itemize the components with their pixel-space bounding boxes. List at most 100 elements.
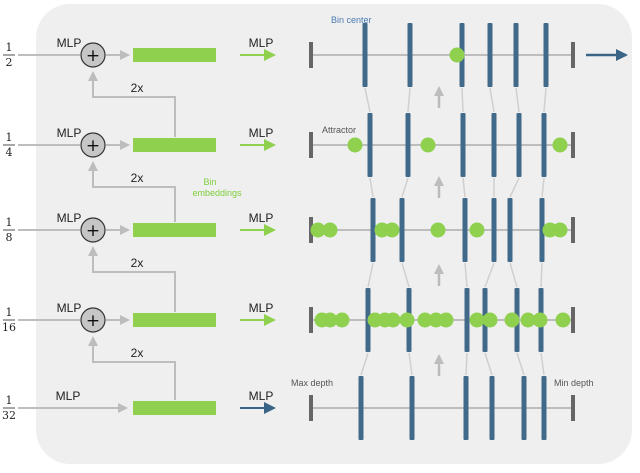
embedding-row: MLP+MLP xyxy=(18,126,276,158)
bin-trace-line xyxy=(461,87,464,113)
fraction-denominator: 2 xyxy=(6,56,13,69)
mlp-label: MLP xyxy=(57,301,82,315)
upsample-connector: 2x xyxy=(88,161,176,222)
bin-trace-line xyxy=(401,177,409,198)
embedding-row: MLP MLP xyxy=(18,389,276,415)
bin-center-bar xyxy=(407,23,413,87)
bin-trace-line xyxy=(364,87,371,113)
attractor-point xyxy=(532,312,548,328)
bin-trace-line xyxy=(407,87,411,113)
fraction-numerator: 1 xyxy=(6,131,13,144)
min-depth-cap xyxy=(571,307,575,333)
bin-row xyxy=(309,376,575,440)
bin-trace-line xyxy=(462,177,466,198)
bin-trace-line xyxy=(484,262,495,288)
mlp-label: MLP xyxy=(57,36,82,50)
bin-center-bar xyxy=(399,198,405,262)
embedding-row: MLP+MLP xyxy=(18,211,276,243)
bin-center-bar xyxy=(460,113,466,177)
bin-center-bar xyxy=(539,198,545,262)
attractor-point xyxy=(399,312,415,328)
attractor-point xyxy=(310,222,326,238)
upsample-label: 2x xyxy=(131,171,144,185)
plus-icon: + xyxy=(86,311,100,331)
upsample-label: 2x xyxy=(131,81,144,95)
bin-center-bar xyxy=(409,376,415,440)
bin-center-bar xyxy=(489,376,495,440)
bin-embeddings-label: embeddings xyxy=(192,188,242,198)
add-node xyxy=(80,42,106,68)
add-node xyxy=(80,132,106,158)
max-depth-label: Max depth xyxy=(291,378,333,388)
bin-row xyxy=(309,288,575,352)
min-depth-cap xyxy=(571,217,575,243)
bin-adjustment-panel xyxy=(309,23,628,440)
upsample-path xyxy=(88,71,176,137)
max-depth-cap xyxy=(309,307,313,333)
scale-fraction: 116 xyxy=(2,306,16,334)
attractor-point xyxy=(469,222,485,238)
bin-trace-line xyxy=(540,262,543,288)
fraction-denominator: 8 xyxy=(6,231,13,244)
upsample-label: 2x xyxy=(131,256,144,270)
scale-fraction: 12 xyxy=(3,41,15,69)
bin-trace-line xyxy=(509,262,518,288)
attractor-point xyxy=(384,222,400,238)
bin-trace-line xyxy=(489,87,495,113)
fraction-denominator: 4 xyxy=(6,146,13,159)
min-depth-cap xyxy=(571,42,575,68)
upsample-path xyxy=(88,246,176,312)
bin-trace-line xyxy=(541,177,545,198)
bin-center-bar xyxy=(541,113,547,177)
add-node xyxy=(80,217,106,243)
upsample-connector: 2x xyxy=(88,336,176,400)
min-depth-cap xyxy=(571,395,575,421)
embedding-bar xyxy=(133,138,216,152)
upsample-path xyxy=(88,161,176,222)
bin-center-bar xyxy=(370,198,376,262)
attractor-point xyxy=(430,222,446,238)
bin-center-bar xyxy=(463,376,469,440)
bin-trace-line xyxy=(484,352,493,376)
bin-center-bar xyxy=(405,113,411,177)
fraction-numerator: 1 xyxy=(6,216,13,229)
mlp-label: MLP xyxy=(249,389,274,403)
bin-center-bar xyxy=(491,113,497,177)
bin-center-label: Bin center xyxy=(331,15,372,25)
bin-center-bar xyxy=(487,23,493,87)
attractor-point xyxy=(417,312,433,328)
bin-row xyxy=(309,113,575,177)
upsample-path xyxy=(88,336,176,400)
bin-trace-line xyxy=(515,87,520,113)
attractor-point xyxy=(334,312,350,328)
attractor-label: Attractor xyxy=(322,125,356,135)
bin-trace-line xyxy=(401,262,410,288)
attractor-point xyxy=(469,312,485,328)
scale-fraction: 132 xyxy=(2,394,16,422)
attractor-point xyxy=(552,222,568,238)
bin-trace-line xyxy=(516,352,525,376)
bin-center-bar xyxy=(513,23,519,87)
max-depth-cap xyxy=(309,132,313,158)
bin-trace-line xyxy=(367,262,374,288)
scale-fraction: 18 xyxy=(3,216,15,244)
bin-trace-line xyxy=(509,177,520,198)
embedding-bar xyxy=(133,223,216,237)
bin-center-bar xyxy=(367,113,373,177)
bin-center-bar xyxy=(462,198,468,262)
bin-trace-line xyxy=(464,262,468,288)
bin-row xyxy=(309,198,575,262)
embedding-row: MLP+MLP xyxy=(18,301,276,333)
attractor-point xyxy=(322,312,338,328)
plus-icon: + xyxy=(86,136,100,156)
mlp-label: MLP xyxy=(56,389,81,403)
mlp-label: MLP xyxy=(249,36,274,50)
bin-trace-line xyxy=(540,352,545,376)
embedding-bar xyxy=(133,313,216,327)
fraction-denominator: 32 xyxy=(2,409,16,422)
bin-trace-line xyxy=(360,352,369,376)
attractor-point xyxy=(420,137,436,153)
scale-fraction: 14 xyxy=(3,131,15,159)
